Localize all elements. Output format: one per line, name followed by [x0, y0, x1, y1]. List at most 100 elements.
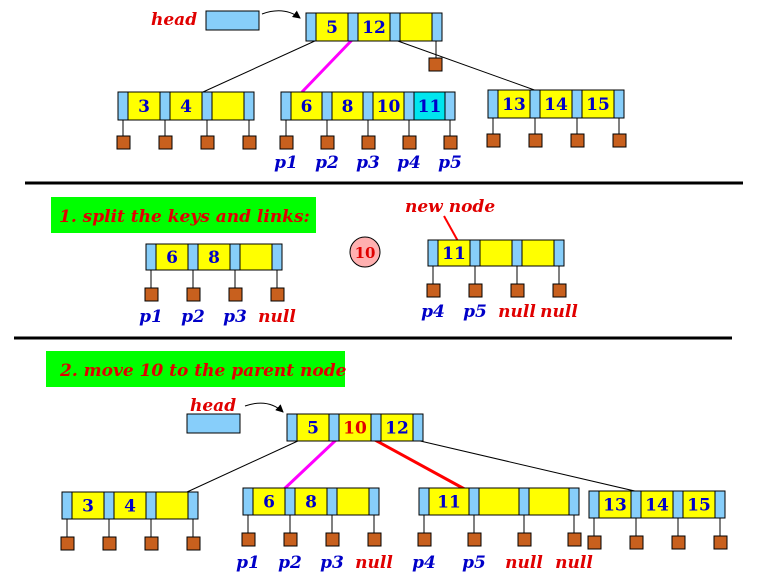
- split-right-node-link-cell: [469, 239, 481, 267]
- split-left-node-key: 8: [208, 248, 220, 268]
- left-leaf-top-link-cell: [159, 91, 171, 121]
- middle-leaf-top-key-cell: [413, 91, 446, 121]
- middle-leaf-top-key: 11: [418, 97, 442, 117]
- middle-leaf-top-link-cell: [403, 91, 415, 121]
- pointer-label: p1: [139, 307, 163, 327]
- banner-step1: [51, 197, 316, 233]
- root-node-bottom-key-cell: [296, 413, 330, 442]
- pointer-label: null: [555, 553, 593, 573]
- left-leaf-top-key-cell: [169, 91, 203, 121]
- middle-left-leaf-bottom-link-cell: [326, 487, 338, 516]
- split-left-node-link-cell: [271, 243, 283, 271]
- child-pointer-box: [467, 532, 482, 547]
- split-right-node-link-cell: [553, 239, 565, 267]
- right-leaf-top-key: 13: [502, 95, 526, 115]
- head-label-top: head: [151, 10, 197, 30]
- right-leaf-bottom-key: 13: [603, 496, 627, 516]
- split-right-node-link-cell: [511, 239, 523, 267]
- right-leaf-bottom-link-cell: [588, 490, 600, 519]
- middle-right-leaf-bottom-key: 11: [437, 493, 461, 513]
- left-leaf-bottom-pointers: [60, 519, 201, 551]
- left-leaf-top-link-cell: [117, 91, 129, 121]
- left-leaf-top-key: 3: [138, 97, 150, 117]
- child-pointer-box: [144, 536, 159, 551]
- left-leaf-bottom-key-cell: [113, 491, 147, 520]
- root-node-bottom-link-cell: [412, 413, 424, 442]
- split-right-node-link-cell: [427, 239, 439, 267]
- left-leaf-top-key-cell: [211, 91, 245, 121]
- child-pointer-box: [320, 135, 335, 150]
- head-arrow-top: [261, 10, 301, 19]
- child-pointer-box: [567, 532, 582, 547]
- child-pointer-box: [426, 283, 441, 298]
- split-left-pointers: [144, 270, 285, 302]
- middle-leaf-top-link-cell: [444, 91, 456, 121]
- left-leaf-bottom-link-cell: [61, 491, 73, 520]
- child-pointer-box: [671, 535, 686, 550]
- middle-right-leaf-bottom-key-cell: [478, 487, 520, 516]
- split-right-node-key: 11: [442, 244, 466, 264]
- pointer-label: null: [540, 302, 578, 322]
- child-pointer-box: [468, 283, 483, 298]
- middle-right-leaf-bottom-link-cell: [568, 487, 580, 516]
- child-pointer-box: [713, 535, 728, 550]
- tree-links: [186, 38, 640, 494]
- split-left-node-key: 6: [166, 248, 178, 268]
- child-pointer-box: [528, 133, 543, 148]
- middle-left-leaf-bottom-link-cell: [284, 487, 296, 516]
- pointer-label: p5: [462, 553, 486, 573]
- left-leaf-top-link-cell: [243, 91, 255, 121]
- left-leaf-bottom-key: 4: [124, 497, 136, 517]
- root-node-bottom: 5 10 12: [286, 413, 424, 442]
- head-box-top: [205, 10, 260, 31]
- child-pointer-box: [443, 135, 458, 150]
- left-leaf-bottom-key-cell: [155, 491, 189, 520]
- right-leaf-top-pointers: [486, 118, 627, 148]
- child-pointer-box: [228, 287, 243, 302]
- middle-left-bottom-pointers: [241, 515, 382, 547]
- pointer-label: p4: [412, 553, 436, 573]
- pointer-label: p4: [421, 302, 445, 322]
- child-pointer-box: [242, 135, 257, 150]
- child-pointer-box: [402, 135, 417, 150]
- pointer-label: p1: [274, 153, 298, 173]
- child-pointer-box: [283, 532, 298, 547]
- middle-leaf-top-link-cell: [280, 91, 292, 121]
- left-leaf-bottom-link-cell: [103, 491, 115, 520]
- child-pointer-box: [279, 135, 294, 150]
- pointer-label: p2: [181, 307, 205, 327]
- root-node-bottom-key-cell: [380, 413, 414, 442]
- child-pointer-box: [587, 535, 602, 550]
- pointer-label: null: [498, 302, 536, 322]
- middle-left-leaf-bottom-key-cell: [336, 487, 370, 516]
- child-pointer-box: [116, 135, 131, 150]
- root-node-top-key-cell: [315, 12, 349, 42]
- root-node-bottom-key: 12: [385, 419, 409, 439]
- pointer-label: p5: [463, 302, 487, 322]
- root-node-top-key: 12: [362, 18, 386, 38]
- child-pointer-box: [102, 536, 117, 551]
- left-leaf-bottom-key: 3: [82, 497, 94, 517]
- split-right-node: 11: [427, 239, 565, 267]
- pointer-label: p4: [397, 153, 421, 173]
- middle-left-leaf-bottom-key: 8: [305, 493, 317, 513]
- pointer-label: null: [505, 553, 543, 573]
- middle-right-bottom-pointers: [417, 515, 582, 547]
- root-node-bottom-key: 10: [343, 419, 367, 439]
- child-pointer-box: [510, 283, 525, 298]
- banner-step1-text: 1. split the keys and links:: [59, 207, 310, 227]
- child-pointer-box: [325, 532, 340, 547]
- child-pointer-box: [144, 287, 159, 302]
- middle-right-leaf-bottom-key-cell: [528, 487, 570, 516]
- head-box-bottom: [186, 413, 241, 434]
- root-node-bottom-key: 5: [307, 419, 319, 439]
- child-pointer-box: [552, 283, 567, 298]
- right-leaf-top-key-cell: [497, 89, 531, 119]
- right-leaf-top-key: 14: [544, 95, 568, 115]
- pointer-label: p2: [278, 553, 302, 573]
- child-pointer-box: [629, 535, 644, 550]
- left-leaf-top-key-cell: [127, 91, 161, 121]
